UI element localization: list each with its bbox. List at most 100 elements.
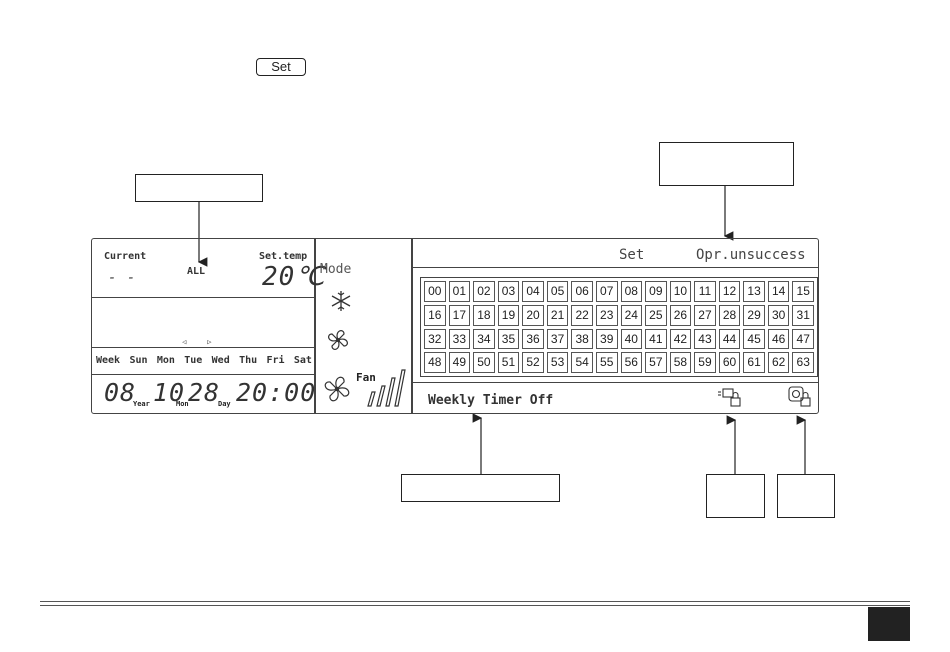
timer-slot-39: 39: [595, 328, 618, 350]
timer-slot-26: 26: [669, 304, 692, 326]
timer-slot-59: 59: [694, 352, 716, 373]
timer-slot-60: 60: [718, 352, 741, 373]
timer-slot-55: 55: [595, 352, 618, 373]
weekday-thu: Thu: [239, 355, 258, 366]
timer-slot-9: 09: [645, 281, 667, 302]
page-tab-marker: [868, 607, 910, 641]
timer-slot-51: 51: [497, 352, 520, 373]
set-key: Set: [256, 58, 306, 76]
timer-slot-17: 17: [448, 304, 471, 326]
timer-slot-22: 22: [571, 304, 593, 326]
timer-slot-1: 01: [448, 281, 471, 302]
timer-slot-52: 52: [522, 352, 544, 373]
weekday-row: Week Sun Mon Tue Wed Thu Fri Sat: [96, 355, 312, 366]
timer-slot-36: 36: [522, 328, 544, 350]
all-indicator: ALL: [187, 266, 206, 277]
timer-slot-12: 12: [718, 281, 741, 302]
timer-slot-61: 61: [743, 352, 765, 373]
footer-rule: [40, 601, 910, 606]
timer-slot-54: 54: [571, 352, 593, 373]
current-value: - -: [108, 270, 137, 286]
set-indicator: Set: [619, 247, 645, 263]
timer-slot-11: 11: [694, 281, 716, 302]
lock-icon: [788, 386, 811, 407]
lcd-panel: [91, 238, 819, 414]
timer-slot-15: 15: [792, 281, 814, 302]
divider-row1: [91, 297, 314, 298]
timer-slot-58: 58: [669, 352, 692, 373]
timer-slot-8: 08: [620, 281, 643, 302]
fan-icon: [328, 330, 348, 350]
timer-slot-4: 04: [522, 281, 544, 302]
divider-right-bottom: [411, 382, 819, 383]
time-value: 20:00: [236, 378, 317, 407]
timer-slot-63: 63: [792, 352, 814, 373]
timer-slot-49: 49: [448, 352, 471, 373]
timer-slot-2: 02: [473, 281, 495, 302]
weekday-tue: Tue: [184, 355, 203, 366]
timer-slot-5: 05: [546, 281, 569, 302]
date-year-label: Year: [133, 400, 150, 408]
date-mon-value: 10: [153, 378, 186, 407]
weekday-sun: Sun: [129, 355, 148, 366]
date-day-value: 28: [188, 378, 221, 407]
timer-slot-44: 44: [718, 328, 741, 350]
fan-speed-fan-icon: [324, 376, 350, 402]
timer-slot-20: 20: [522, 304, 544, 326]
timer-slot-50: 50: [473, 352, 495, 373]
divider-right-top: [411, 267, 819, 268]
timer-slot-56: 56: [620, 352, 643, 373]
callout-box-right-top: [659, 142, 794, 186]
timer-slot-27: 27: [694, 304, 716, 326]
timer-slot-46: 46: [767, 328, 790, 350]
timer-slot-41: 41: [645, 328, 667, 350]
date-mon-label: Mon: [176, 400, 189, 408]
timer-slot-14: 14: [767, 281, 790, 302]
weekday-wed: Wed: [211, 355, 230, 366]
timer-slot-30: 30: [767, 304, 790, 326]
divider-mode-col: [411, 238, 413, 414]
timer-status-text: Weekly Timer Off: [428, 393, 554, 408]
weekday-fri: Fri: [266, 355, 285, 366]
timer-slot-43: 43: [694, 328, 716, 350]
callout-box-bottom-mid: [401, 474, 560, 502]
snowflake-icon: [331, 291, 351, 311]
weekday-sat: Sat: [293, 355, 312, 366]
timer-slot-0: 00: [424, 281, 446, 302]
timer-slot-13: 13: [743, 281, 765, 302]
date-day-label: Day: [218, 400, 231, 408]
timer-slot-32: 32: [424, 328, 446, 350]
settemp-value: 20℃: [262, 262, 326, 292]
timer-slot-25: 25: [645, 304, 667, 326]
timer-slot-57: 57: [645, 352, 667, 373]
callout-box-bottom-b: [777, 474, 835, 518]
timer-slot-18: 18: [473, 304, 495, 326]
timer-slot-37: 37: [546, 328, 569, 350]
mode-label: Mode: [320, 262, 352, 277]
weekday-week: Week: [96, 355, 121, 366]
timer-slot-47: 47: [792, 328, 814, 350]
timer-slot-16: 16: [424, 304, 446, 326]
timer-slot-21: 21: [546, 304, 569, 326]
timer-slot-42: 42: [669, 328, 692, 350]
callout-box-bottom-a: [706, 474, 765, 518]
timer-slot-7: 07: [595, 281, 618, 302]
current-label: Current: [104, 251, 147, 262]
divider-row2: [91, 347, 314, 348]
timer-slot-48: 48: [424, 352, 446, 373]
timer-slot-3: 03: [497, 281, 520, 302]
timer-slot-40: 40: [620, 328, 643, 350]
timer-slot-35: 35: [497, 328, 520, 350]
divider-left-col: [314, 238, 316, 414]
fan-speed-icon: [367, 369, 406, 407]
date-year-value: 08: [104, 378, 137, 407]
status-text: Opr.unsuccess: [696, 247, 806, 263]
weekday-mon: Mon: [156, 355, 175, 366]
timer-slot-23: 23: [595, 304, 618, 326]
timer-slot-10: 10: [669, 281, 692, 302]
timer-slot-31: 31: [792, 304, 814, 326]
fan-label: Fan: [356, 371, 376, 384]
timer-slot-34: 34: [473, 328, 495, 350]
callout-box-left: [135, 174, 263, 202]
